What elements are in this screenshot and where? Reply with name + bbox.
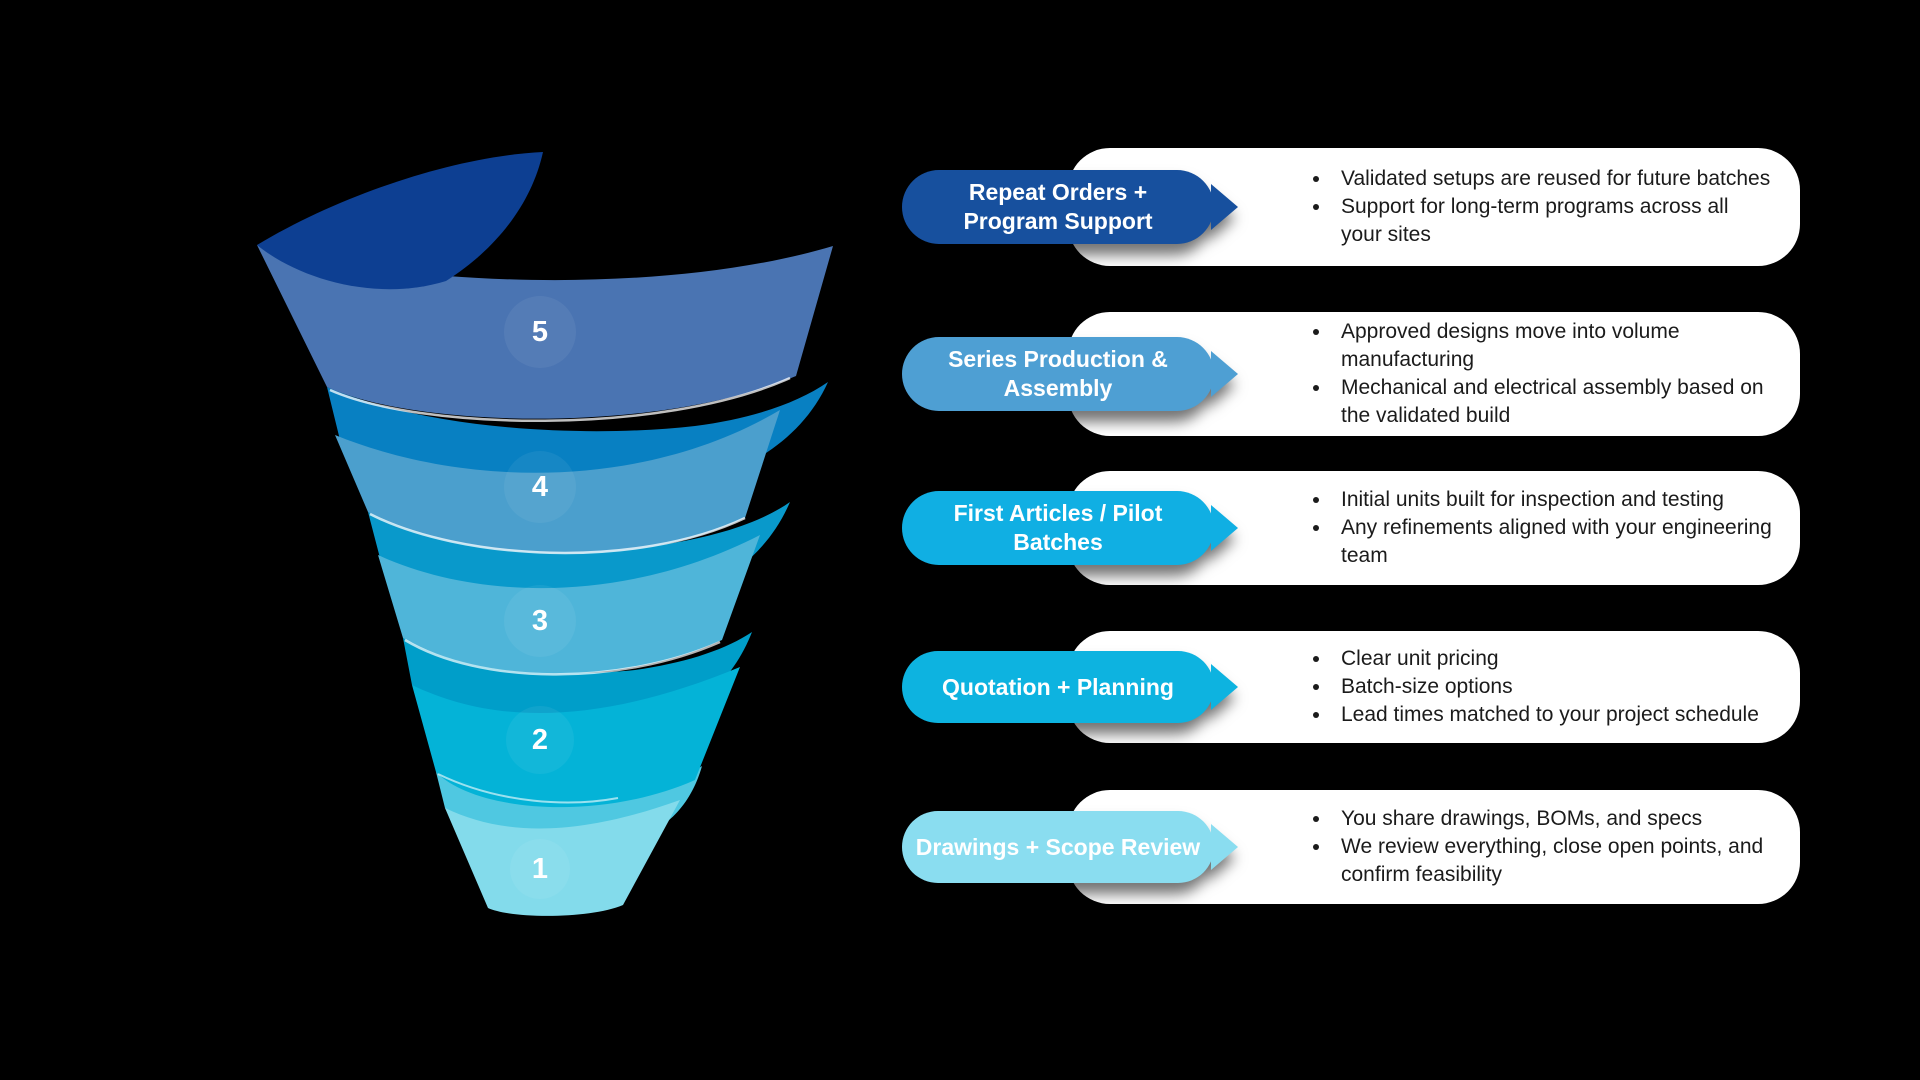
- stage-pill-label: First Articles / Pilot: [953, 500, 1163, 526]
- funnel-svg: 5 4 3 2 1: [257, 152, 833, 916]
- bullet-list: Validated setups are reused for future b…: [1306, 165, 1772, 249]
- stage-pill-label: Repeat Orders +: [968, 179, 1148, 205]
- stage-pill-label: Batches: [1013, 529, 1103, 555]
- stage-pill-label: Program Support: [963, 208, 1153, 234]
- process-row-drawings-scope: You share drawings, BOMs, and specs We r…: [902, 790, 1800, 904]
- process-row-first-articles: Initial units built for inspection and t…: [902, 471, 1800, 585]
- number-glow: [504, 451, 576, 523]
- number-glow: [506, 706, 574, 774]
- process-row-quotation: Clear unit pricing Batch-size options Le…: [902, 631, 1800, 743]
- edge-highlight: [404, 638, 721, 676]
- funnel-level-1-front: [445, 800, 680, 916]
- number-glow: [504, 296, 576, 368]
- stage-pill-series-production: Series Production & Assembly: [902, 337, 1238, 411]
- bullet-list: You share drawings, BOMs, and specs We r…: [1306, 805, 1772, 889]
- stage-pill-label: Quotation + Planning: [942, 673, 1174, 700]
- stage-pill-label: Series Production &: [948, 346, 1168, 372]
- stage-pill-label: Assembly: [1003, 375, 1113, 401]
- number-glow: [510, 839, 570, 899]
- bullet-item: Approved designs move into volume manufa…: [1332, 318, 1772, 374]
- bullet-item: Validated setups are reused for future b…: [1332, 165, 1772, 193]
- bullet-item: Mechanical and electrical assembly based…: [1332, 374, 1772, 430]
- funnel-number-4: 4: [532, 471, 548, 503]
- number-glow: [504, 585, 576, 657]
- stage-pill-quotation: Quotation + Planning: [902, 651, 1238, 723]
- bullet-item: Support for long-term programs across al…: [1332, 193, 1772, 249]
- edge-highlight: [329, 376, 791, 422]
- process-row-repeat-orders: Validated setups are reused for future b…: [902, 148, 1800, 266]
- stage-pill-first-articles: First Articles / Pilot Batches: [902, 491, 1238, 565]
- funnel-top-flap: [257, 152, 543, 290]
- bullet-item: You share drawings, BOMs, and specs: [1332, 805, 1772, 833]
- bullet-list: Clear unit pricing Batch-size options Le…: [1306, 645, 1759, 729]
- bullet-list: Approved designs move into volume manufa…: [1306, 318, 1772, 430]
- edge-highlight: [437, 773, 619, 804]
- process-row-series-production: Approved designs move into volume manufa…: [902, 312, 1800, 436]
- stage-pill-drawings-scope: Drawings + Scope Review: [902, 811, 1238, 883]
- bullet-item: Batch-size options: [1332, 673, 1759, 701]
- bullet-item: Initial units built for inspection and t…: [1332, 486, 1772, 514]
- bullet-item: Lead times matched to your project sched…: [1332, 701, 1759, 729]
- funnel-level-2-front: [412, 667, 740, 808]
- bullet-item: We review everything, close open points,…: [1332, 833, 1772, 889]
- funnel-number-5: 5: [532, 316, 548, 348]
- funnel-level-4-front: [335, 410, 780, 554]
- bullet-item: Clear unit pricing: [1332, 645, 1759, 673]
- bullet-list: Initial units built for inspection and t…: [1306, 486, 1772, 570]
- funnel-diagram: 5 4 3 2 1: [240, 140, 840, 930]
- funnel-level-3-front: [378, 535, 760, 674]
- edge-highlight: [369, 512, 746, 555]
- funnel-number-1: 1: [532, 853, 548, 885]
- funnel-number-2: 2: [532, 724, 548, 756]
- stage-pill-label: Drawings + Scope Review: [915, 833, 1201, 860]
- bullet-item: Any refinements aligned with your engine…: [1332, 514, 1772, 570]
- stage-pill-repeat-orders: Repeat Orders + Program Support: [902, 170, 1238, 244]
- funnel-number-3: 3: [532, 605, 548, 637]
